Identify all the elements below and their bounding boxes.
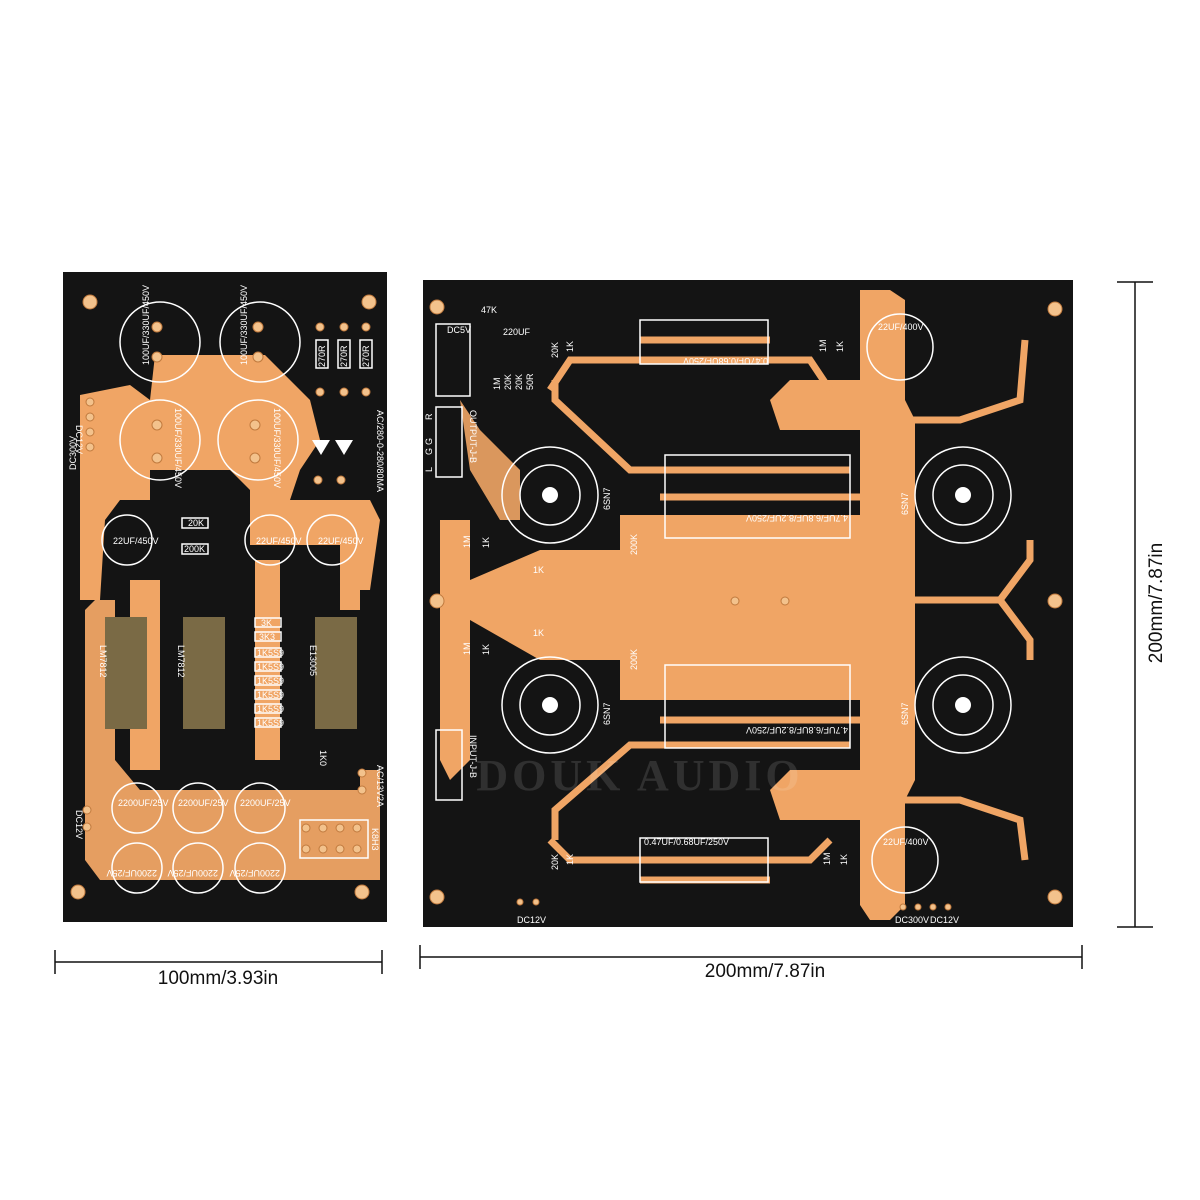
- cap-label: 22UF/450V: [256, 536, 302, 546]
- cap-label: 22UF/450V: [113, 536, 159, 546]
- resistor-label: 1K: [565, 341, 575, 352]
- cap-label: 100UF/330UF/450V: [141, 285, 151, 365]
- tube-label: 6SN7: [900, 702, 910, 725]
- filter-cap-label: 2200UF/25V: [167, 868, 218, 878]
- array-resistor-label: 1K5S9: [257, 676, 284, 686]
- right-width-label: 200mm/7.87in: [705, 961, 825, 982]
- resistor-label: 270R: [317, 345, 327, 367]
- cap-label: 22UF/450V: [318, 536, 364, 546]
- resistor-label: 20K: [550, 854, 560, 870]
- resistor-label: 270R: [361, 345, 371, 367]
- hv-cap-label: 22UF/400V: [883, 837, 929, 847]
- pin-label: R: [424, 413, 434, 420]
- resistor-label: 200K: [629, 534, 639, 555]
- resistor-label: 20K: [550, 342, 560, 358]
- array-resistor-label: 1K5S9: [257, 662, 284, 672]
- power-label: DC300V: [895, 915, 929, 925]
- cap-label: 100UF/330UF/450V: [239, 285, 249, 365]
- power-label: DC12V: [930, 915, 959, 925]
- filter-cap-label: 2200UF/25V: [229, 868, 280, 878]
- power-label: DC12V: [517, 915, 546, 925]
- delay-resistor-label: 20K: [503, 374, 513, 390]
- ac-lv-label: AC/13V2A: [375, 765, 385, 807]
- relay-label: K8H3: [370, 828, 380, 851]
- delay-resistor-label: 20K: [514, 374, 524, 390]
- resistor-label: 1M: [818, 339, 828, 352]
- resistor-label: 1M: [462, 535, 472, 548]
- array-resistor-label: 1K5S9: [257, 704, 284, 714]
- tube-label: 6SN7: [602, 702, 612, 725]
- dc12v-out-label: DC12V: [74, 810, 84, 839]
- input-connector-label: INPUT-J-B: [468, 735, 478, 778]
- filter-cap-label: 2200UF/25V: [118, 798, 169, 808]
- dc12v-label: DC12V: [74, 425, 84, 454]
- resistor-label: 1K: [835, 341, 845, 352]
- array-resistor-label: 1K5S9: [257, 690, 284, 700]
- output-connector-label: OUTPUT-J-B: [468, 410, 478, 463]
- power-supply-board: 100UF/330UF/450V 100UF/330UF/450V 100UF/…: [63, 272, 387, 922]
- delay-resistor-label: 50R: [525, 373, 535, 390]
- filter-cap-label: 2200UF/25V: [106, 868, 157, 878]
- delay-resistor-label: 47K: [481, 305, 497, 315]
- resistor-label: 1K: [533, 628, 544, 638]
- watermark-logo: DOUK AUDIO: [476, 751, 803, 800]
- coupling-cap-label: 4.7UF/6.8UF/8.2UF/250V: [746, 513, 848, 523]
- left-width-label: 100mm/3.93in: [158, 968, 278, 989]
- filter-cap-label: 2200UF/25V: [240, 798, 291, 808]
- delay-cap-label: 220UF: [503, 327, 531, 337]
- dc300v-label: DC300V: [68, 436, 78, 470]
- tube-label: 6SN7: [900, 492, 910, 515]
- tube-label: 6SN7: [602, 487, 612, 510]
- resistor-label: 200K: [629, 649, 639, 670]
- array-resistor-label: 3K3: [259, 632, 275, 642]
- resistor-label: 1K: [533, 565, 544, 575]
- delay-resistor-label: 1M: [492, 377, 502, 390]
- resistor-label: 20K: [188, 518, 204, 528]
- resistor-label: 270R: [339, 345, 349, 367]
- array-resistor-label: 1K5S9: [257, 718, 284, 728]
- transistor-label: E13005: [308, 645, 318, 676]
- ac-hv-label: AC/280-0-280/80MA: [375, 410, 385, 492]
- pin-label: G: [424, 438, 434, 445]
- coupling-cap-label: 0.47UF/0.68UF/250V: [683, 356, 768, 366]
- resistor-label: 1M: [822, 852, 832, 865]
- regulator-label: LM7812: [176, 645, 186, 678]
- right-height-label: 200mm/7.87in: [1146, 543, 1167, 663]
- hv-cap-label: 22UF/400V: [878, 322, 924, 332]
- cap-label: 100UF/330UF/450V: [272, 408, 282, 488]
- amplifier-board: 6SN7 6SN7 6SN7 6SN7 OUTPUT-J-B INPUT-J-B…: [423, 280, 1073, 927]
- array-resistor-label: 3K: [261, 618, 272, 628]
- resistor-label: 200K: [184, 544, 205, 554]
- dimension-annotations: 100mm/3.93in 200mm/7.87in 200mm/7.87in: [54, 281, 1167, 989]
- led-resistor-label: 1K0: [318, 750, 328, 766]
- resistor-label: 1K: [481, 644, 491, 655]
- resistor-label: 1K: [839, 854, 849, 865]
- resistor-label: 1M: [462, 642, 472, 655]
- resistor-label: 1K: [565, 854, 575, 865]
- coupling-cap-label: 4.7UF/6.8UF/8.2UF/250V: [746, 725, 848, 735]
- pin-label: G: [424, 448, 434, 455]
- resistor-label: 1K: [481, 537, 491, 548]
- array-resistor-label: 1K5S9: [257, 648, 284, 658]
- cap-label: 100UF/330UF/450V: [173, 408, 183, 488]
- delay-dc-label: DC5V: [447, 325, 471, 335]
- regulator-label: LM7812: [98, 645, 108, 678]
- pin-label: L: [424, 467, 434, 472]
- filter-cap-label: 2200UF/25V: [178, 798, 229, 808]
- coupling-cap-label: 0.47UF/0.68UF/250V: [644, 837, 729, 847]
